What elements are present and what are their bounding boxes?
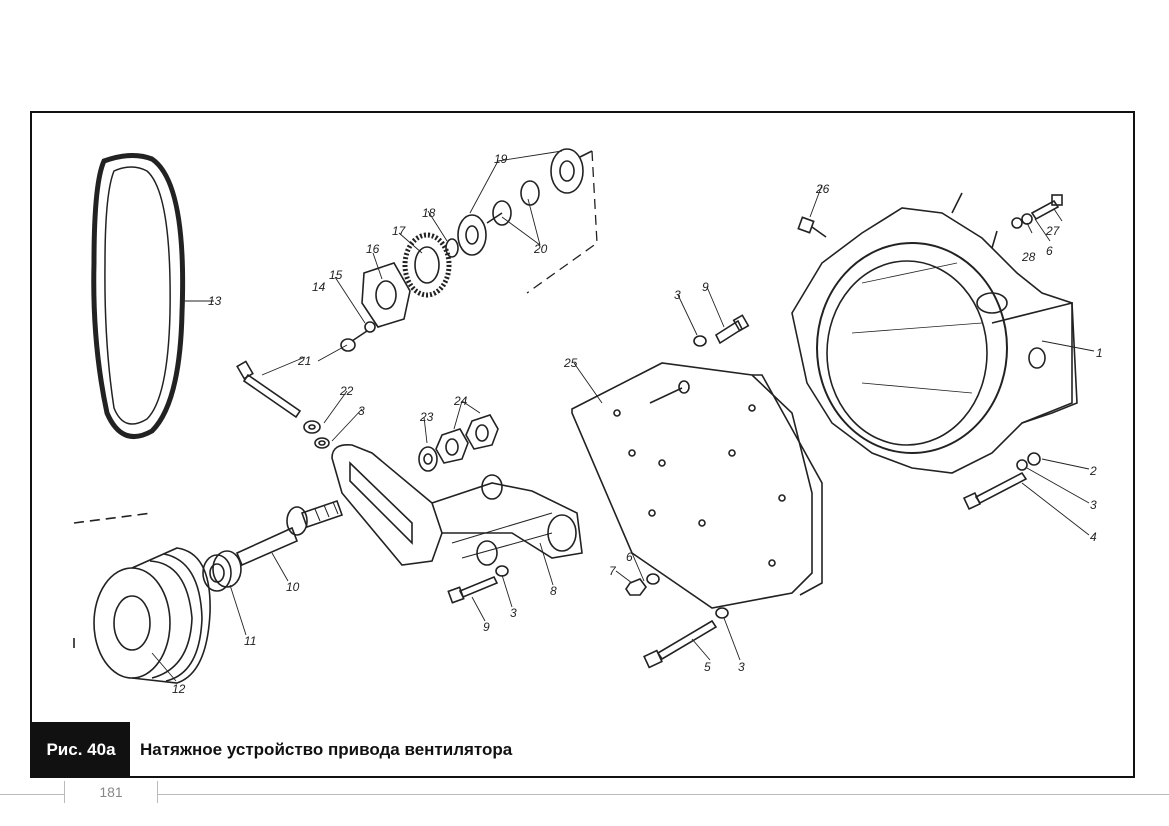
callout-11: 11 [244, 634, 256, 648]
washer-28-part [1011, 217, 1023, 229]
housing-1-part [791, 192, 1078, 474]
tension-bracket-part [331, 443, 583, 566]
axle-part [235, 499, 344, 567]
callout-28: 28 [1021, 250, 1036, 264]
top-dashed-line [526, 150, 598, 294]
callout-22: 22 [339, 384, 354, 398]
ring-18-part [445, 238, 459, 258]
callout-9-top: 9 [702, 280, 709, 294]
callout-20: 20 [533, 242, 548, 256]
callout-10: 10 [286, 580, 300, 594]
plate-25-part [571, 362, 823, 609]
figure-title: Натяжное устройство привода вентилятора [140, 740, 513, 759]
figure-label: Рис. 40а [32, 722, 130, 777]
callout-2: 2 [1089, 464, 1097, 478]
callout-21: 21 [297, 354, 311, 368]
flange-16-part [361, 262, 411, 328]
washer-2-part [1027, 452, 1041, 466]
callout-24: 24 [453, 394, 468, 408]
figure-frame: 1 2 3 4 5 3 6 7 8 9 3 10 11 12 13 14 15 … [30, 111, 1135, 778]
callout-3-mid: 3 [510, 606, 517, 620]
page-number: 181 [64, 781, 158, 803]
washer-3-bottom-part [715, 607, 729, 619]
gasket-17-part [402, 232, 452, 298]
callout-6-mid: 6 [626, 550, 633, 564]
footer-rule [0, 794, 1169, 795]
bolt-4-part [962, 471, 1028, 511]
callout-26: 26 [815, 182, 830, 196]
callout-17: 17 [392, 224, 407, 238]
nut-3-bottom-part [495, 565, 509, 577]
bolt-26-part [797, 216, 827, 238]
callout-3-right: 3 [1090, 498, 1097, 512]
washer-3-right-part [1016, 459, 1028, 471]
callout-23: 23 [419, 410, 434, 424]
bolt-14-part [340, 330, 368, 352]
callout-8: 8 [550, 584, 557, 598]
callout-18: 18 [422, 206, 436, 220]
washer-15-part [364, 321, 376, 333]
bushings-20-part [492, 180, 540, 226]
callout-9-bottom: 9 [483, 620, 490, 634]
callout-3-left: 3 [358, 404, 365, 418]
callout-15: 15 [329, 268, 343, 282]
washer-6-right-part [1021, 213, 1033, 225]
callout-3-top: 3 [674, 288, 681, 302]
callout-27: 27 [1045, 224, 1061, 238]
callout-16: 16 [366, 242, 380, 256]
nut-7-part [625, 578, 647, 596]
v-belt-part [91, 153, 186, 440]
callout-3-bottom: 3 [738, 660, 745, 674]
nut-22-part [303, 420, 321, 434]
nut-3-top-part [693, 335, 707, 347]
callout-7: 7 [609, 564, 617, 578]
callout-5: 5 [704, 660, 711, 674]
nuts-24-part [435, 414, 499, 464]
bolt-9-bottom-part [447, 575, 499, 604]
bearing-11-part [202, 550, 242, 592]
exploded-diagram: 1 2 3 4 5 3 6 7 8 9 3 10 11 12 13 14 15 … [73, 148, 1103, 696]
bolt-9-top-part [714, 314, 750, 345]
bolt-27-part [1030, 194, 1063, 221]
leader-lines [151, 150, 1095, 682]
pulley-part [73, 512, 211, 684]
washer-23-part [418, 446, 438, 472]
washer-6-part [646, 573, 660, 585]
bearing-19-part [457, 148, 593, 256]
callout-14: 14 [312, 280, 326, 294]
callout-19: 19 [494, 152, 508, 166]
callout-25: 25 [563, 356, 578, 370]
long-bolt-21-part [236, 360, 302, 419]
callout-13: 13 [208, 294, 222, 308]
callout-4: 4 [1090, 530, 1097, 544]
callout-12: 12 [172, 682, 186, 696]
washer-3-part [314, 437, 330, 449]
bolt-5-part [643, 619, 718, 669]
callout-6-right: 6 [1046, 244, 1053, 258]
callout-1: 1 [1096, 346, 1103, 360]
